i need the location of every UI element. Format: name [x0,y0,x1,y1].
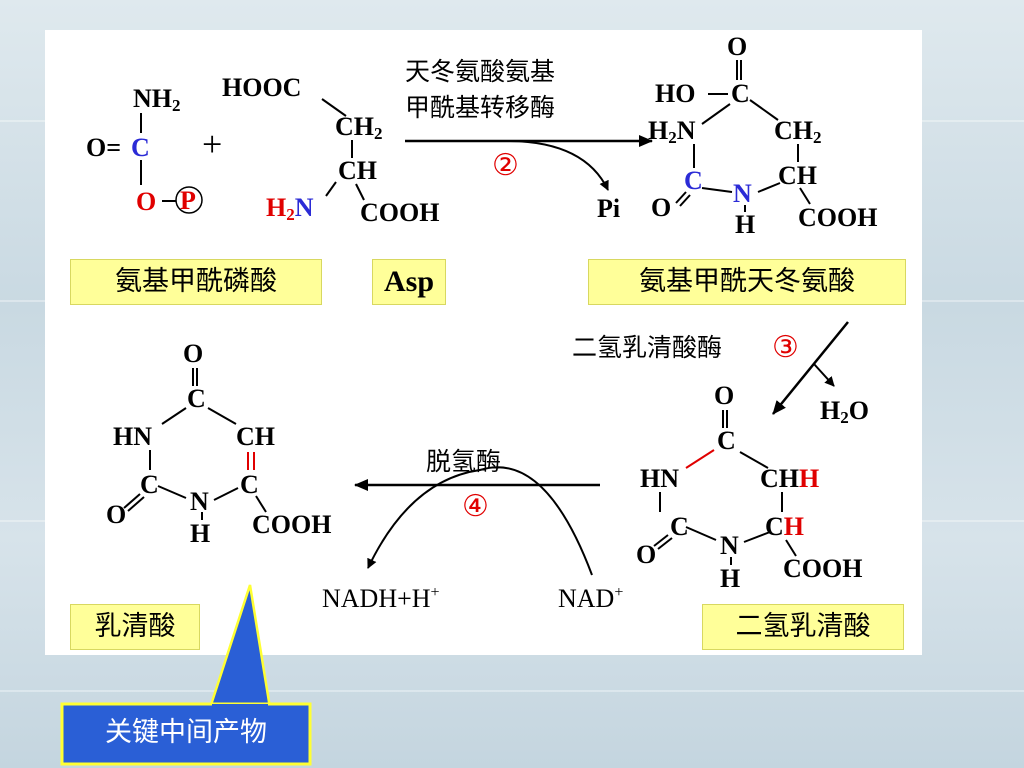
label-dihydroorotate: 二氢乳清酸 [702,604,904,650]
orotate-red-double-bond [247,452,255,470]
atom-ch: CH [338,156,377,185]
atom-ch: CH [236,422,275,451]
step4-nadh: NADH+H+ [322,584,440,613]
step4-enzyme: 脱氢酶 [426,447,502,476]
dihydroorotate-red-bond [685,449,715,469]
atom-hooc: HOOC [222,73,302,102]
atom-hn: HN [113,422,152,451]
label-carbamoyl-aspartate: 氨基甲酰天冬氨酸 [588,259,906,305]
atom-o-left: O [106,500,127,529]
atom-c-top: C [717,426,736,455]
phosphate-circle [175,186,203,214]
callout-pointer [208,584,272,710]
diagram-panel [45,30,922,655]
atom-hn: HN [640,464,679,493]
atom-cooh: COOH [798,203,878,232]
step4-number: ④ [462,489,489,524]
label-carbamoyl-phosphate: 氨基甲酰磷酸 [70,259,322,305]
atom-h: H [190,519,211,548]
atom-h: H [720,564,741,593]
orotate-bonds [123,368,267,520]
atom-o-left: O [651,193,672,222]
atom-ch-top: CHH [760,464,820,493]
atom-o-left: O [636,540,657,569]
atom-o-top: O [183,339,204,368]
label-asp: Asp [372,259,446,305]
atom-c-top: C [187,384,206,413]
carbamoyl-phosphate-bonds [140,113,176,202]
label-orotate: 乳清酸 [70,604,200,650]
atom-ch: CH [778,161,817,190]
atom-c-blue: C [684,166,703,195]
atom-ch2: CH2 [774,116,822,147]
step3-number: ③ [772,330,799,365]
step2-number: ② [492,148,519,183]
atom-ho: HO [655,79,696,108]
atom-h2n: H2N [648,116,696,147]
atom-cooh: COOH [360,198,440,227]
step4-nad: NAD+ [558,584,624,613]
atom-c-blue: C [131,133,150,162]
asp-bonds [321,98,365,201]
atom-h2n: H2N [266,193,314,224]
step2-byproduct-pi: Pi [597,194,621,223]
step3-byproduct-water: H2O [820,396,869,427]
callout-key-intermediate: 关键中间产物 [105,717,267,748]
atom-c-left: C [670,512,689,541]
atom-c-right: C [240,470,259,499]
atom-o-top: O [714,381,735,410]
atom-p-red: P [180,186,196,215]
atom-n: N [720,531,739,560]
callout-box [60,702,312,766]
atom-o-red: O [136,187,157,216]
atom-cooh: COOH [252,510,332,539]
atom-o-double: O= [86,133,122,162]
atom-c-left: C [140,470,159,499]
atom-n-blue: N [733,179,752,208]
plus-sign: + [202,124,223,164]
atom-c-top: C [731,79,750,108]
step3-reaction-arrow [772,321,849,415]
step4-cofactor-arc [367,466,593,576]
atom-h: H [735,210,756,239]
atom-n: N [190,487,209,516]
step3-water-branch-arrow [813,363,835,387]
atom-cooh: COOH [783,554,863,583]
atom-o-top: O [727,32,748,61]
step3-enzyme: 二氢乳清酸酶 [572,333,723,362]
atom-c-right: CH [765,512,805,541]
dihydroorotate-bonds [653,410,797,565]
step2-enzyme-line2: 甲酰基转移酶 [405,93,556,122]
carbamoyl-aspartate-bonds [675,60,811,212]
atom-nh2: NH2 [133,84,181,115]
step2-pi-branch-arrow [509,140,609,191]
step2-enzyme-line1: 天冬氨酸氨基 [405,57,556,86]
atom-ch2: CH2 [335,112,383,143]
